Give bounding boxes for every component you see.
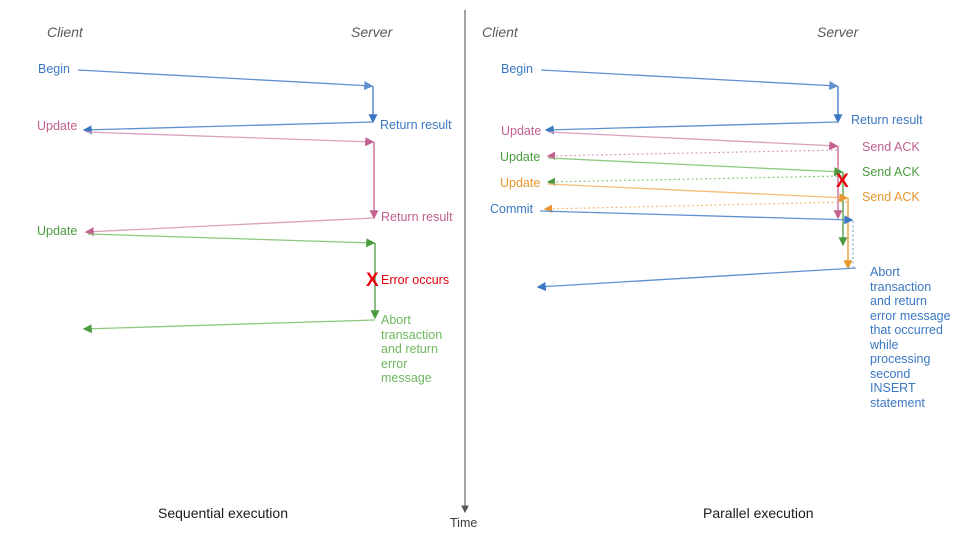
- left-msg-update-1: [85, 131, 375, 147]
- left-label-update-1: Update: [37, 119, 78, 133]
- right-msg-update-3: [547, 183, 849, 203]
- right-actor-server: Server: [817, 24, 859, 40]
- left-panel-caption: Sequential execution: [158, 505, 288, 521]
- right-ack-3-dotted: [543, 201, 848, 214]
- left-abort-note: Abort transaction and return error messa…: [381, 313, 443, 385]
- right-actor-client: Client: [482, 24, 518, 40]
- right-msg-begin: [540, 69, 839, 91]
- right-label-begin: Begin: [501, 62, 533, 76]
- right-label-send-ack-1: Send ACK: [862, 140, 920, 154]
- left-msg-return-result-2: [84, 217, 375, 237]
- left-actor-client: Client: [47, 24, 83, 40]
- time-axis-label: Time: [450, 516, 478, 530]
- left-msg-return-result-1: [82, 121, 374, 135]
- right-msg-return-result: [544, 121, 839, 135]
- left-msg-update-2: [87, 233, 376, 248]
- right-label-update-2: Update: [500, 150, 541, 164]
- right-ack-1-dotted: [546, 149, 838, 161]
- left-msg-begin: [77, 69, 374, 91]
- right-panel-caption: Parallel execution: [703, 505, 814, 521]
- right-msg-abort-return: [536, 267, 857, 292]
- right-label-update-1: Update: [501, 124, 542, 138]
- right-label-return-result: Return result: [851, 113, 923, 127]
- right-label-commit: Commit: [490, 202, 534, 216]
- right-msg-commit: [539, 210, 854, 225]
- right-msg-update-1: [547, 131, 839, 151]
- left-label-return-result-2: Return result: [381, 210, 453, 224]
- left-label-update-2: Update: [37, 224, 78, 238]
- left-msg-abort-return: [82, 319, 376, 334]
- left-actor-server: Server: [351, 24, 393, 40]
- right-ack-2-dotted: [546, 175, 843, 187]
- left-error-label: Error occurs: [381, 273, 450, 287]
- right-label-update-3: Update: [500, 176, 541, 190]
- right-label-send-ack-2: Send ACK: [862, 165, 920, 179]
- left-error-x-icon: X: [366, 270, 379, 291]
- right-label-send-ack-3: Send ACK: [862, 190, 920, 204]
- right-abort-note: Abort transaction and return error messa…: [870, 265, 951, 410]
- left-label-return-result-1: Return result: [380, 118, 452, 132]
- right-error-x-icon: X: [836, 171, 849, 192]
- right-msg-update-2: [547, 157, 844, 177]
- left-label-begin: Begin: [38, 62, 70, 76]
